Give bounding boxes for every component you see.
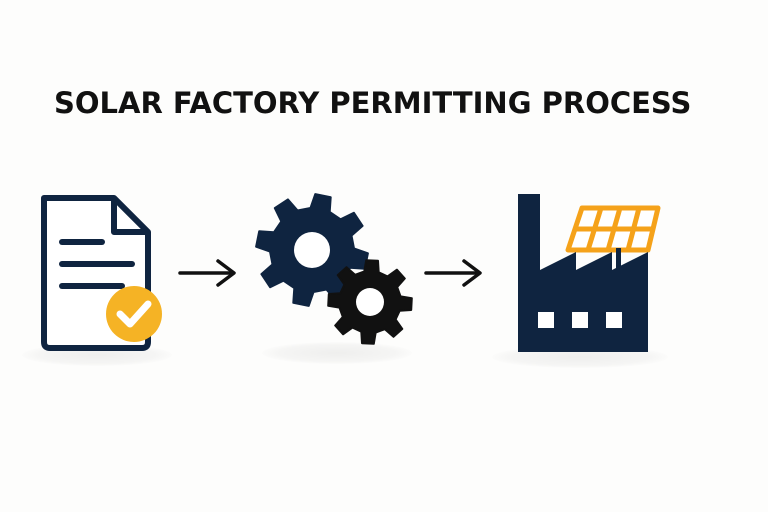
arrow-right-icon — [424, 259, 482, 287]
solar-panel-icon — [565, 205, 661, 270]
solar-factory-icon — [518, 194, 661, 352]
gears-shadow — [262, 342, 412, 364]
approved-document-icon — [41, 195, 162, 351]
arrow-right-icon — [178, 259, 236, 287]
page-title: SOLAR FACTORY PERMITTING PROCESS — [54, 86, 692, 120]
small-gear-icon — [327, 259, 413, 345]
check-badge-icon — [106, 286, 162, 342]
gears-icon — [255, 193, 413, 345]
